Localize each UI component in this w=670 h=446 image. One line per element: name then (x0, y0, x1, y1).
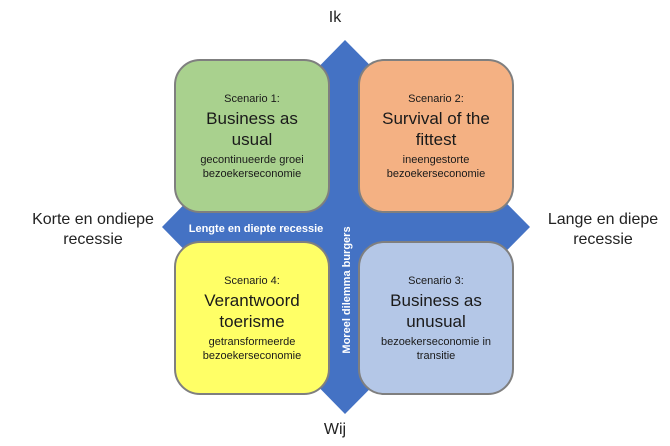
scenario-4-box: Scenario 4: Verantwoord toerisme getrans… (174, 241, 330, 395)
scenario-4-number: Scenario 4: (224, 274, 280, 287)
vertical-axis-title: Moreel dilemma burgers (341, 226, 353, 353)
bottom-axis-label: Wij (323, 421, 347, 438)
left-axis-label: Korte en ondiepe recessie (32, 211, 154, 248)
scenario-2-title: Survival of the fittest (382, 108, 490, 149)
right-axis-label: Lange en diepe recessie (547, 211, 659, 248)
scenario-1-number: Scenario 1: (224, 92, 280, 105)
scenario-4-title: Verantwoord toerisme (204, 290, 300, 331)
scenario-3-box: Scenario 3: Business as unusual bezoeker… (358, 241, 514, 395)
scenario-2-number: Scenario 2: (408, 92, 464, 105)
horizontal-axis-title: Lengte en diepte recessie (189, 223, 324, 235)
scenario-1-box: Scenario 1: Business as usual gecontinue… (174, 59, 330, 213)
scenario-3-subtitle: bezoekerseconomie in transitie (380, 335, 492, 362)
scenario-3-number: Scenario 3: (408, 274, 464, 287)
scenario-1-title: Business as usual (206, 108, 298, 149)
scenario-2-subtitle: ineengestorte bezoekerseconomie (386, 153, 486, 180)
top-axis-label: Ik (328, 9, 342, 26)
scenario-1-subtitle: gecontinueerde groei bezoekerseconomie (200, 153, 304, 180)
scenario-3-title: Business as unusual (390, 290, 482, 331)
scenario-2-box: Scenario 2: Survival of the fittest inee… (358, 59, 514, 213)
scenario-4-subtitle: getransformeerde bezoekerseconomie (202, 335, 302, 362)
